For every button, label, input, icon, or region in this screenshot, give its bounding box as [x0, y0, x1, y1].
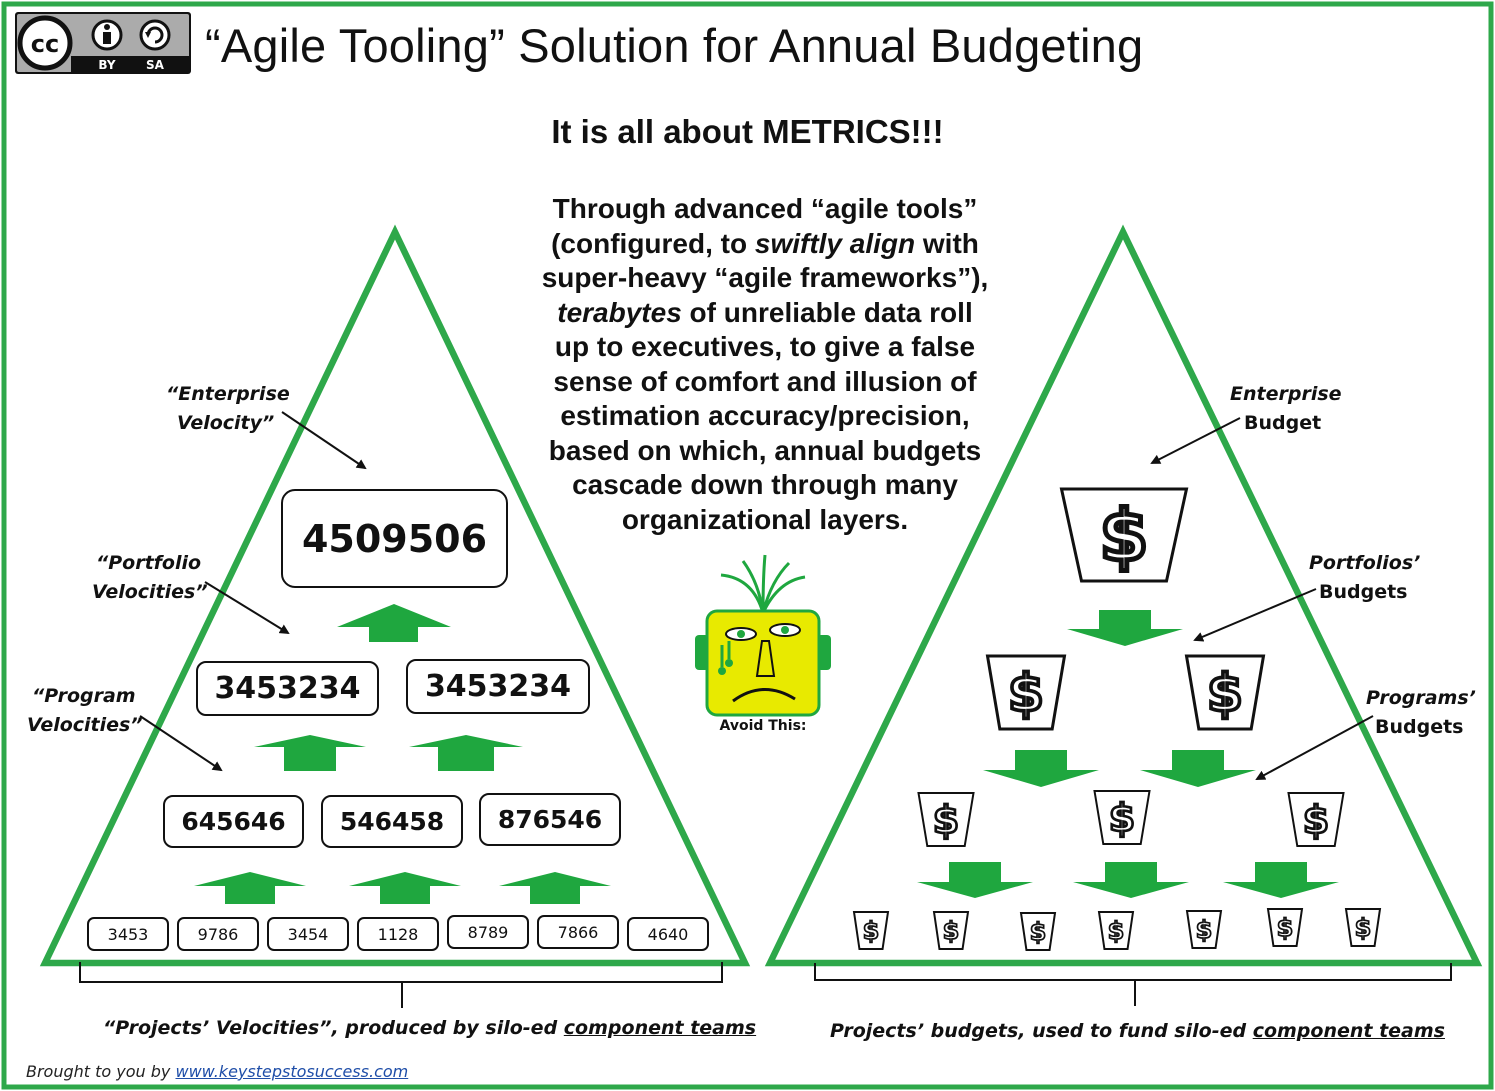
- svg-text:$: $: [933, 798, 959, 842]
- svg-text:$: $: [1108, 917, 1125, 945]
- dollar-bucket-icon: $: [917, 792, 975, 847]
- dollar-bucket-icon: $: [1287, 792, 1345, 847]
- svg-text:$: $: [1303, 798, 1329, 842]
- portfolio-velocity-box: 3453234: [406, 659, 590, 714]
- down-arrow: [917, 862, 1033, 898]
- paragraph-line: estimation accuracy/precision,: [560, 400, 970, 431]
- project-velocity-box: 3454: [267, 917, 349, 951]
- right-bottom-brace: [814, 963, 1452, 1006]
- portfolio-velocity-box: 3453234: [196, 661, 379, 716]
- page-title: “Agile Tooling” Solution for Annual Budg…: [205, 19, 1144, 72]
- svg-text:$: $: [1030, 918, 1047, 946]
- left-caption: “Projects’ Velocities”, produced by silo…: [103, 1017, 757, 1039]
- project-velocity-box: 8789: [447, 915, 529, 949]
- down-arrow: [1140, 750, 1256, 787]
- down-arrow: [1067, 610, 1183, 646]
- dollar-bucket-icon: $: [1266, 908, 1304, 947]
- svg-text:$: $: [1207, 664, 1243, 724]
- paragraph-line: organizational layers.: [621, 503, 909, 535]
- up-arrow: [194, 872, 306, 904]
- program-velocity-box: 546458: [321, 795, 463, 848]
- dollar-bucket-icon: $: [1097, 911, 1135, 950]
- svg-text:$: $: [863, 917, 880, 945]
- dollar-bucket-icon: $: [1059, 487, 1189, 583]
- paragraph-line: super-heavy “agile frameworks”),: [541, 262, 989, 293]
- pointer-arrow: [1255, 715, 1374, 780]
- pointer-arrow: [281, 411, 367, 470]
- dollar-bucket-icon: $: [1019, 912, 1057, 951]
- avoid-this-label: Avoid This:: [719, 718, 807, 734]
- svg-text:$: $: [1100, 495, 1149, 577]
- footer-credit: Brought to you by www.keystepstosuccess.…: [26, 1062, 409, 1081]
- paragraph-line: Through advanced “agile tools”: [552, 193, 978, 224]
- left-bottom-brace: [79, 962, 723, 1008]
- label-enterprise-velocity: “Enterprise Velocity”: [166, 383, 290, 434]
- paragraph-line: cascade down through many: [572, 469, 958, 500]
- budget-buckets: $ $ $ $ $ $ $ $ $ $ $ $ $: [852, 487, 1382, 951]
- label-program-velocities: “Program Velocities”: [27, 685, 143, 736]
- paragraph-line: based on which, annual budgets: [548, 434, 982, 466]
- paragraph-line: terabytes of unreliable data roll: [557, 296, 973, 328]
- down-arrow: [1223, 862, 1339, 898]
- svg-text:$: $: [943, 917, 960, 945]
- cc-by-text: BY: [98, 58, 115, 72]
- svg-text:cc: cc: [31, 30, 59, 58]
- program-velocity-box: 645646: [163, 795, 304, 848]
- left-pyramid-outline: [39, 224, 751, 967]
- up-arrow: [349, 872, 461, 904]
- down-arrows-right: [917, 610, 1339, 898]
- paragraph-line: up to executives, to give a false: [554, 331, 976, 362]
- dollar-bucket-icon: $: [985, 654, 1067, 731]
- description-paragraph: Through advanced “agile tools”(configure…: [510, 192, 1020, 537]
- program-velocity-box: 876546: [479, 793, 621, 846]
- right-caption: Projects’ budgets, used to fund silo-ed …: [830, 1020, 1445, 1042]
- project-velocity-box: 3453: [87, 917, 169, 951]
- down-arrow: [983, 750, 1099, 787]
- footer-link[interactable]: www.keystepstosuccess.com: [175, 1062, 409, 1081]
- project-velocity-box: 9786: [177, 917, 259, 951]
- svg-text:$: $: [1196, 916, 1213, 944]
- label-programs-budgets: Programs’ Budgets: [1366, 687, 1476, 738]
- project-velocity-box: 7866: [537, 915, 619, 949]
- enterprise-velocity-box: 4509506: [281, 489, 508, 588]
- up-arrows-left: [194, 604, 611, 904]
- up-arrow: [409, 735, 523, 771]
- dollar-bucket-icon: $: [932, 911, 970, 950]
- paragraph-line: (configured, to swiftly align with: [551, 227, 979, 259]
- svg-text:$: $: [1355, 914, 1372, 942]
- up-arrow: [499, 872, 611, 904]
- label-portfolio-velocities: “Portfolio Velocities”: [92, 552, 208, 603]
- up-arrow: [337, 604, 451, 642]
- pointer-arrow: [1150, 417, 1241, 464]
- project-velocity-box: 1128: [357, 917, 439, 951]
- paragraph-line: sense of comfort and illusion of: [553, 365, 977, 397]
- pointer-arrow: [1193, 588, 1317, 642]
- dollar-bucket-icon: $: [1184, 654, 1266, 731]
- cc-sa-text: SA: [146, 58, 165, 72]
- up-arrow: [254, 735, 366, 771]
- dollar-bucket-icon: $: [1185, 910, 1223, 949]
- pointer-arrow: [204, 581, 290, 635]
- crying-robot-face-icon: [695, 554, 831, 717]
- dollar-bucket-icon: $: [852, 911, 890, 950]
- subtitle: It is all about METRICS!!!: [551, 113, 944, 150]
- svg-text:$: $: [1008, 664, 1044, 724]
- svg-text:$: $: [1109, 796, 1135, 840]
- pointer-arrow: [139, 715, 223, 772]
- right-pyramid-outline: [764, 224, 1483, 967]
- down-arrow: [1073, 862, 1189, 898]
- cc-by-sa-icon: cc BY SA: [15, 12, 191, 74]
- label-enterprise-budget: Enterprise Budget: [1230, 383, 1342, 434]
- dollar-bucket-icon: $: [1093, 790, 1151, 845]
- project-velocity-box: 4640: [627, 917, 709, 951]
- label-portfolios-budgets: Portfolios’ Budgets: [1309, 552, 1421, 603]
- svg-text:$: $: [1277, 914, 1294, 942]
- dollar-bucket-icon: $: [1344, 908, 1382, 947]
